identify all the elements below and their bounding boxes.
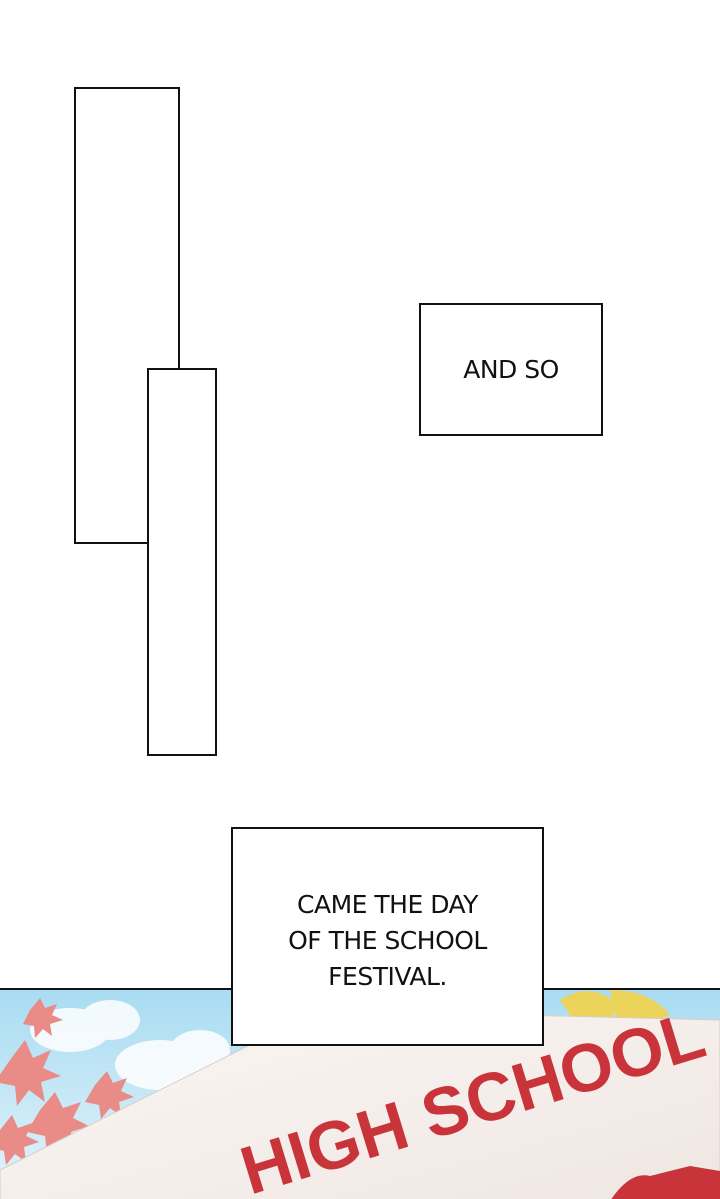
maple-leaves: [0, 998, 134, 1165]
empty-panel-frame-left: [74, 87, 180, 544]
caption-box-and-so: AND SO: [419, 303, 603, 436]
banner-red-accent: [611, 1166, 720, 1199]
festival-banner-panel: HIGH SCHOOL: [0, 988, 720, 1199]
caption-text-and-so: AND SO: [463, 354, 559, 384]
festival-banner-illustration: HIGH SCHOOL: [0, 990, 720, 1199]
empty-panel-frame-right: [147, 368, 217, 756]
cloud-group: [30, 1000, 230, 1090]
caption-box-festival: CAME THE DAY OF THE SCHOOL FESTIVAL.: [231, 827, 544, 1046]
caption-text-festival: CAME THE DAY OF THE SCHOOL FESTIVAL.: [288, 889, 487, 991]
